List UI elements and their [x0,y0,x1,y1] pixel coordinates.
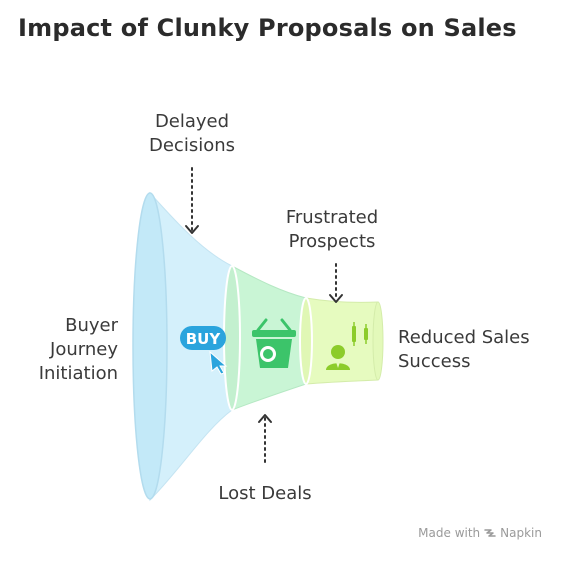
label-lost-deals: Lost Deals [218,483,312,504]
businessman-chart-icon [326,322,368,370]
buy-icon: BUY [180,326,228,375]
label-delayed-decisions: Delayed Decisions [148,111,235,156]
basket-icon [252,318,296,368]
buy-icon-text: BUY [186,330,222,348]
page-title: Impact of Clunky Proposals on Sales [18,14,517,42]
frustrated-prospects-arrow [329,263,343,303]
delayed-decisions-arrow [185,167,199,234]
lost-deals-arrow [258,414,272,465]
made-with-credit: Made with Napkin [418,526,542,540]
label-buyer-journey-initiation: Buyer Journey Initiation [38,315,118,384]
funnel-stage-reduced-success [299,297,384,385]
napkin-logo-icon [484,529,496,537]
label-reduced-sales-success: Reduced Sales Success [398,327,530,372]
funnel-stage-lost-deals [223,265,307,411]
credit-brand: Napkin [500,526,542,540]
credit-prefix: Made with [418,526,481,540]
label-frustrated-prospects: Frustrated Prospects [285,207,379,252]
